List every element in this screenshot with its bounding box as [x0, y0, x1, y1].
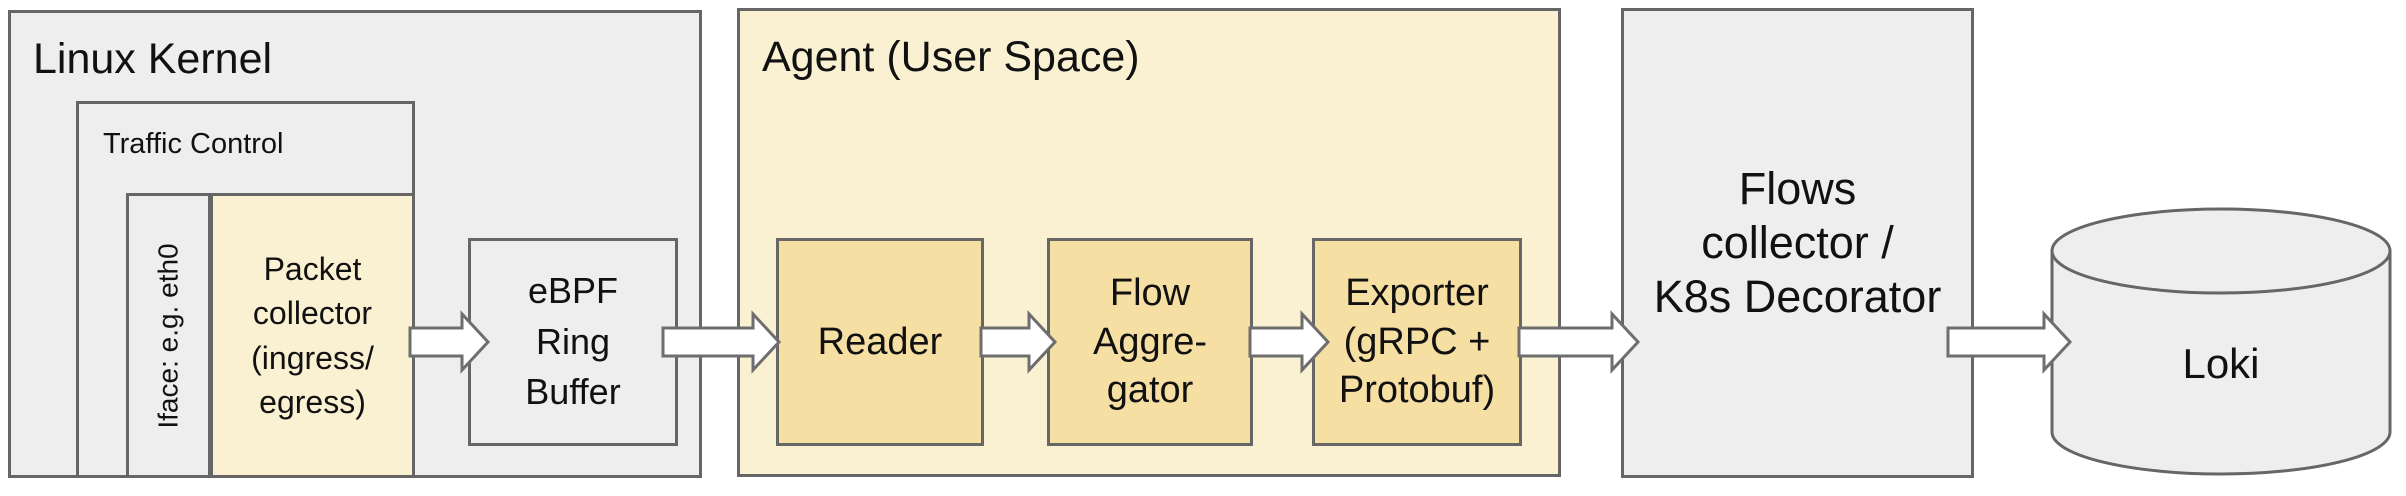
reader-box: Reader	[776, 238, 984, 446]
agent-title: Agent (User Space)	[762, 33, 1140, 81]
label-line: Exporter	[1345, 272, 1489, 315]
reader-label: Reader	[817, 320, 943, 363]
traffic-control-title: Traffic Control	[103, 128, 284, 160]
packet-collector-box: Packet collector (ingress/ egress)	[210, 193, 415, 478]
flow-aggregator-label: Flow Aggre- gator	[1050, 241, 1250, 443]
label-line: K8s Decorator	[1653, 271, 1942, 322]
label-line: collector /	[1701, 217, 1894, 268]
arrow-packet-collector-to-ebpf-icon	[408, 310, 491, 374]
flows-collector-label: Flows collector / K8s Decorator	[1624, 11, 1971, 475]
iface-label: Iface: e.g. eth0	[152, 242, 184, 429]
loki-label: Loki	[2182, 340, 2260, 387]
label-line: Aggre-	[1092, 320, 1208, 363]
packet-collector-label: Packet collector (ingress/ egress)	[213, 196, 412, 475]
label-line: Flow	[1109, 272, 1191, 315]
label-line: egress)	[259, 383, 366, 420]
arrow-flows-collector-to-loki-icon	[1946, 310, 2073, 374]
arrow-exporter-to-flows-collector-icon	[1517, 310, 1641, 374]
arrow-flow-aggregator-to-exporter-icon	[1248, 310, 1331, 374]
label-line: Ring	[535, 320, 611, 362]
label-line: gator	[1106, 369, 1194, 412]
exporter-box: Exporter (gRPC + Protobuf)	[1312, 238, 1522, 446]
label-line: collector	[252, 295, 373, 332]
label-line: (gRPC +	[1343, 320, 1491, 363]
label-line: eBPF	[527, 270, 619, 312]
ebpf-ring-buffer-label: eBPF Ring Buffer	[471, 241, 675, 443]
arrow-ebpf-to-reader-icon	[661, 310, 782, 374]
exporter-label: Exporter (gRPC + Protobuf)	[1315, 241, 1519, 443]
label-line: Flows	[1738, 163, 1857, 214]
label-line: Buffer	[525, 371, 621, 413]
label-line: (ingress/	[251, 339, 374, 376]
linux-kernel-title: Linux Kernel	[33, 35, 273, 83]
flow-aggregator-box: Flow Aggre- gator	[1047, 238, 1253, 446]
iface-label-wrap: Iface: e.g. eth0	[129, 196, 208, 475]
arrow-reader-to-flow-aggregator-icon	[979, 310, 1058, 374]
reader-label-wrap: Reader	[779, 241, 981, 443]
label-line: Packet	[263, 251, 362, 288]
iface-box: Iface: e.g. eth0	[126, 193, 211, 478]
label-line: Protobuf)	[1338, 369, 1496, 412]
ebpf-ring-buffer-box: eBPF Ring Buffer	[468, 238, 678, 446]
loki-database-cylinder-icon	[2050, 207, 2392, 476]
flows-collector-box: Flows collector / K8s Decorator	[1621, 8, 1974, 478]
